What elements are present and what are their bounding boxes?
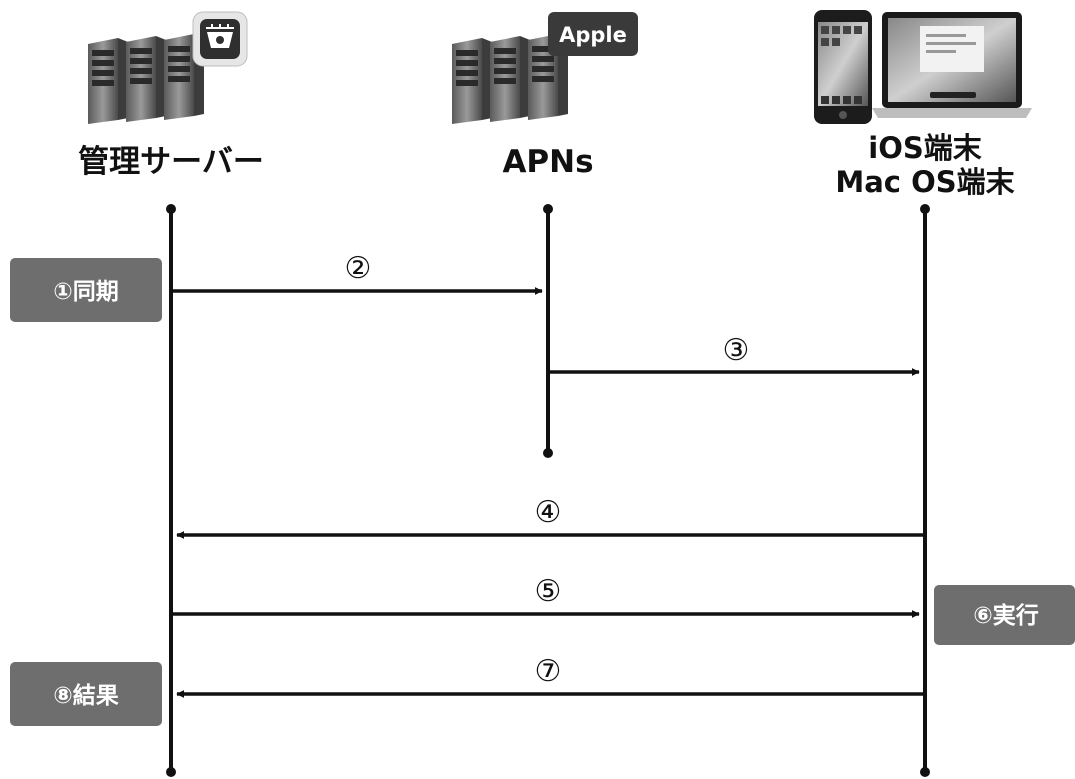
message-4-number: ④: [535, 495, 562, 530]
macbook-icon: [872, 12, 1032, 118]
message-7: ⑦: [177, 654, 925, 694]
note-result: ⑧結果: [10, 662, 162, 726]
message-5: ⑤: [171, 574, 919, 614]
actor-label-apns: APNs: [502, 144, 593, 180]
message-5-number: ⑤: [535, 574, 562, 609]
lifeline-device: [920, 204, 930, 777]
note-sync: ①同期: [10, 258, 162, 322]
note-sync-label: ①同期: [53, 279, 118, 305]
apple-badge-label: Apple: [559, 23, 627, 47]
note-execute-label: ⑥実行: [973, 602, 1038, 629]
lifeline-apns: [543, 204, 553, 458]
message-3-number: ③: [723, 333, 750, 368]
actor-label-server: 管理サーバー: [78, 144, 264, 180]
message-4: ④: [177, 495, 925, 535]
message-3: ③: [548, 333, 919, 372]
message-7-number: ⑦: [535, 654, 562, 689]
actor-label-device-line2: Mac OS端末: [835, 165, 1014, 199]
mdm-app-icon: [193, 12, 247, 66]
apple-badge: Apple: [548, 12, 638, 56]
message-2: ②: [171, 251, 542, 291]
iphone-icon: [814, 10, 872, 124]
note-execute: ⑥実行: [934, 585, 1075, 645]
actor-label-device-line1: iOS端末: [868, 131, 981, 165]
server-icon: [88, 34, 204, 124]
note-result-label: ⑧結果: [53, 682, 118, 709]
message-2-number: ②: [345, 251, 372, 286]
